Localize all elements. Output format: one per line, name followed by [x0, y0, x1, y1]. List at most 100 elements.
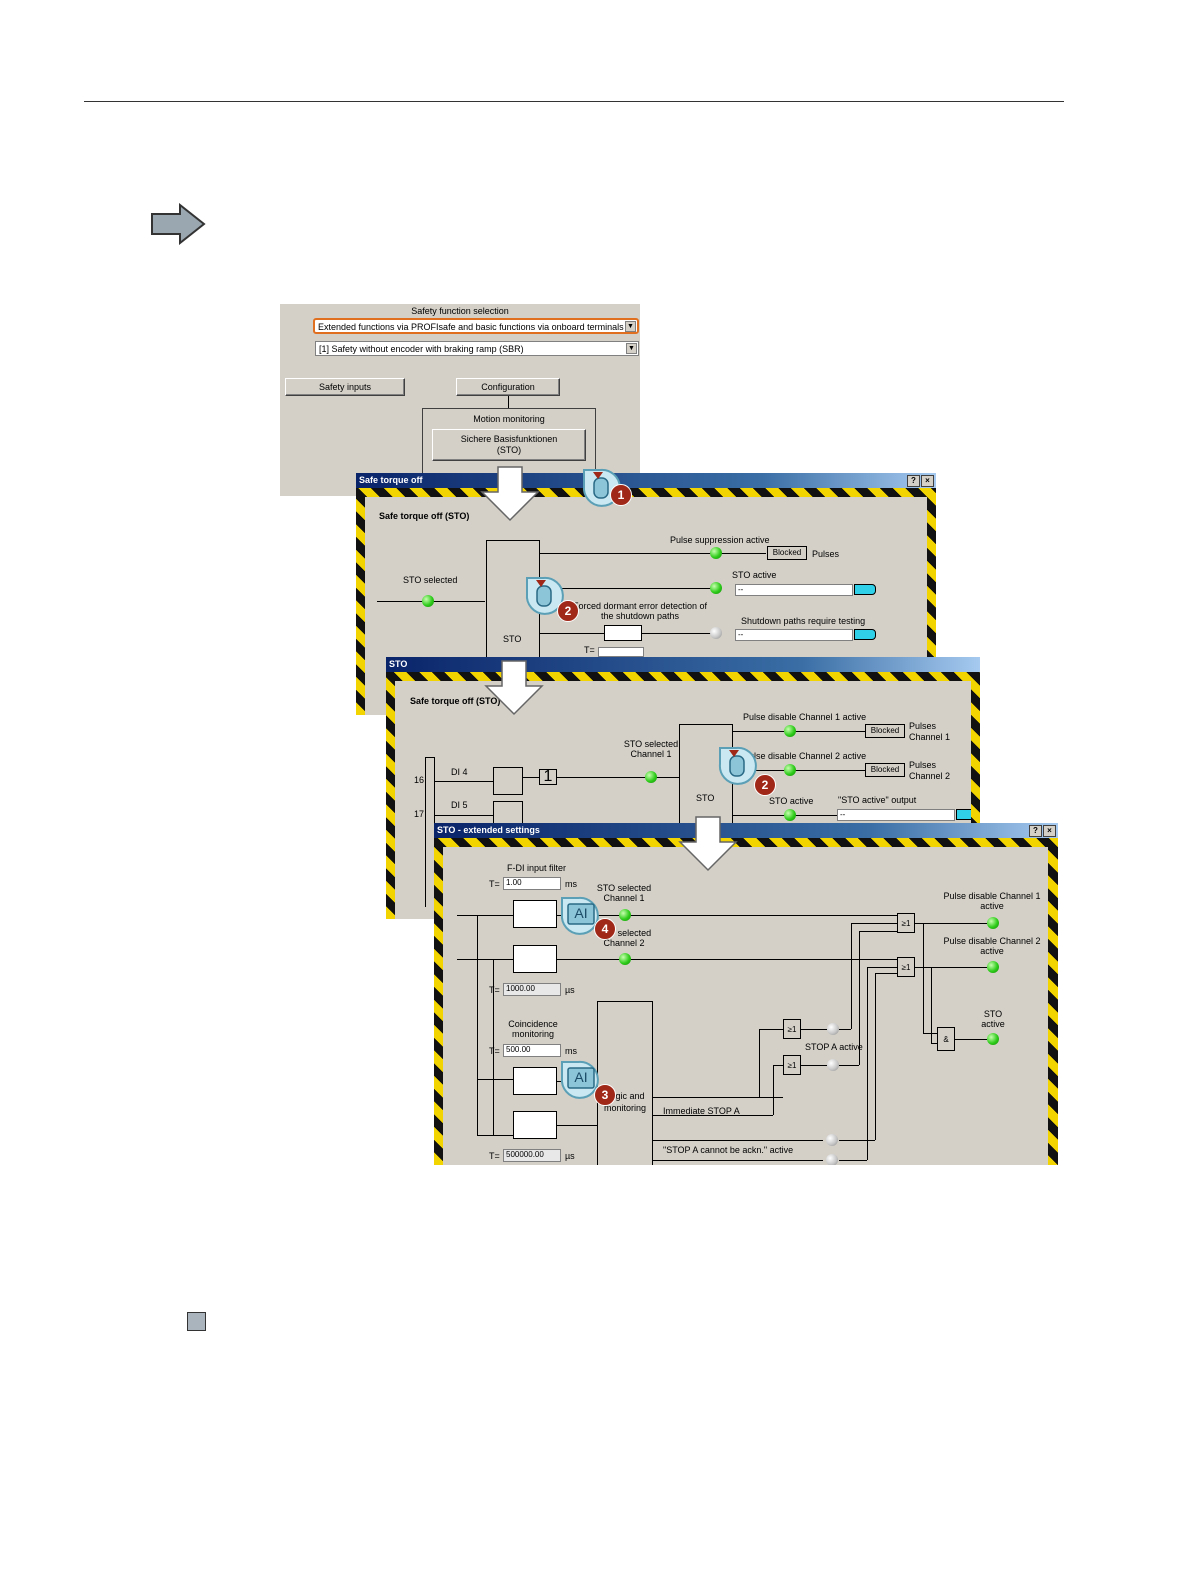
t-equals-label: T=: [489, 985, 500, 995]
shutdown-testing-label: Shutdown paths require testing: [741, 616, 866, 626]
blocked-ch1-status: Blocked: [865, 724, 905, 738]
ai-label: AI: [574, 1069, 588, 1085]
safety-mode-combo[interactable]: [1] Safety without encoder with braking …: [315, 341, 639, 356]
ai-input-icon: [560, 896, 599, 935]
and-gate: &: [937, 1027, 955, 1051]
pulse-disable-ch2-led: [987, 961, 999, 973]
signal-line: [923, 1033, 937, 1034]
signal-line: [859, 931, 897, 932]
close-icon[interactable]: ×: [1043, 825, 1056, 837]
chevron-down-icon[interactable]: ▼: [626, 343, 637, 354]
coincidence-line2: monitoring: [511, 1029, 555, 1039]
logic-line2: monitoring: [603, 1103, 647, 1113]
stop-a-led-2: [827, 1059, 839, 1071]
safety-inputs-button[interactable]: Safety inputs: [285, 378, 405, 396]
signal-line: [875, 973, 897, 974]
immediate-stop-a-label: Immediate STOP A: [663, 1106, 740, 1116]
close-icon[interactable]: ×: [921, 475, 934, 487]
signal-line: [493, 959, 494, 1135]
mouse-click-callout-2a: 2: [523, 574, 579, 622]
terminal-16: 16: [414, 775, 425, 785]
sto-active-output-connector[interactable]: [956, 809, 971, 820]
shutdown-testing-led: [710, 627, 722, 639]
signal-line: [540, 588, 716, 589]
step-3-number: 3: [594, 1084, 616, 1106]
pulse-dis-ch1-line1: Pulse disable Channel 1: [943, 891, 1041, 901]
t-equals-label: T=: [489, 1046, 500, 1056]
stop-a-led-1: [827, 1023, 839, 1035]
signal-line: [931, 967, 932, 1043]
dormant-error-line2: the shutdown paths: [600, 611, 680, 621]
function-mode-value: Extended functions via PROFIsafe and bas…: [318, 322, 624, 332]
help-icon[interactable]: ?: [1029, 825, 1042, 837]
t-equals-label: T=: [489, 879, 500, 889]
signal-line: [915, 967, 987, 968]
sto-active-output-field[interactable]: --: [837, 809, 955, 821]
sto-active-line2: active: [981, 1019, 1005, 1029]
signal-line: [733, 731, 865, 732]
sto-selected-ch1-led: [645, 771, 657, 783]
configuration-button[interactable]: Configuration: [456, 378, 560, 396]
signal-line: [540, 553, 766, 554]
signal-line: [759, 1029, 760, 1097]
coincidence-input[interactable]: 500.00: [503, 1044, 561, 1057]
shutdown-testing-field[interactable]: --: [735, 629, 853, 641]
shutdown-testing-connector[interactable]: [854, 629, 876, 640]
step-2b-number: 2: [754, 774, 776, 796]
stop-a-ack-led-2: [826, 1154, 838, 1165]
sto-active-connector[interactable]: [854, 584, 876, 595]
ai-input-callout-3: AI 3: [558, 1058, 616, 1106]
pulse-dis-ch2-line2: active: [980, 946, 1004, 956]
fdi-unit-label: ms: [565, 879, 577, 889]
step-1-number: 1: [610, 484, 632, 506]
signal-line: [931, 1043, 937, 1044]
pulses-ch1-line2: Channel 1: [909, 732, 951, 742]
basic-functions-line1: Sichere Basisfunktionen: [460, 434, 558, 444]
filter4-input[interactable]: 500000.00: [503, 1149, 561, 1162]
or-gate-ch1: ≥1: [897, 913, 915, 933]
sto-heading: Safe torque off (STO): [410, 696, 501, 706]
safety-function-selection-label: Safety function selection: [411, 306, 509, 316]
function-mode-combo[interactable]: Extended functions via PROFIsafe and bas…: [313, 318, 639, 334]
signal-line: [801, 1029, 827, 1030]
sto-active-output-label: "STO active" output: [838, 795, 917, 805]
input-filter-2-icon: [513, 945, 557, 973]
coincidence-unit-label: ms: [565, 1046, 577, 1056]
signal-line: [477, 915, 478, 1135]
sto-block-label: STO: [696, 793, 715, 803]
mouse-click-callout-1: 1: [580, 466, 632, 512]
filter2-input[interactable]: 1000.00: [503, 983, 561, 996]
signal-line: [653, 1160, 823, 1161]
step-4-number: 4: [594, 918, 616, 940]
chevron-down-icon[interactable]: ▼: [625, 321, 636, 332]
sto-selected-ch2-led: [619, 953, 631, 965]
signal-line: [851, 923, 852, 1029]
pulse-suppression-led: [710, 547, 722, 559]
basic-functions-button[interactable]: Sichere Basisfunktionen (STO): [432, 429, 586, 461]
sto-selected-ch1-line1: STO selected: [623, 739, 679, 749]
step-2-number: 2: [557, 600, 579, 622]
signal-line: [859, 931, 860, 1065]
signal-line: [435, 815, 493, 816]
or-gate: ≥1: [783, 1055, 801, 1075]
filter4-unit-label: µs: [565, 1151, 575, 1161]
pulse-disable-ch1-led: [784, 725, 796, 737]
stop-a-cannot-ack-label: "STOP A cannot be ackn." active: [663, 1145, 794, 1155]
signal-line: [457, 959, 907, 960]
signal-line: [759, 1029, 783, 1030]
sto-active-led: [784, 809, 796, 821]
help-icon[interactable]: ?: [907, 475, 920, 487]
or-gate-1: 1: [539, 769, 557, 785]
motion-monitoring-group: [422, 408, 596, 496]
fdi-filter-input[interactable]: 1.00: [503, 877, 561, 890]
sto-selected-ch1-line2: Channel 1: [630, 749, 672, 759]
timer-field[interactable]: [598, 647, 644, 657]
pulse-disable-ch1-label: Pulse disable Channel 1 active: [743, 712, 867, 722]
signal-line: [955, 1039, 987, 1040]
connector-line: [508, 396, 509, 408]
sto-active-label: STO active: [732, 570, 777, 580]
signal-line: [839, 1140, 875, 1141]
sto-active-field[interactable]: --: [735, 584, 853, 596]
safety-function-panel: Safety function selection Extended funct…: [280, 304, 640, 496]
signal-line: [557, 1125, 597, 1126]
